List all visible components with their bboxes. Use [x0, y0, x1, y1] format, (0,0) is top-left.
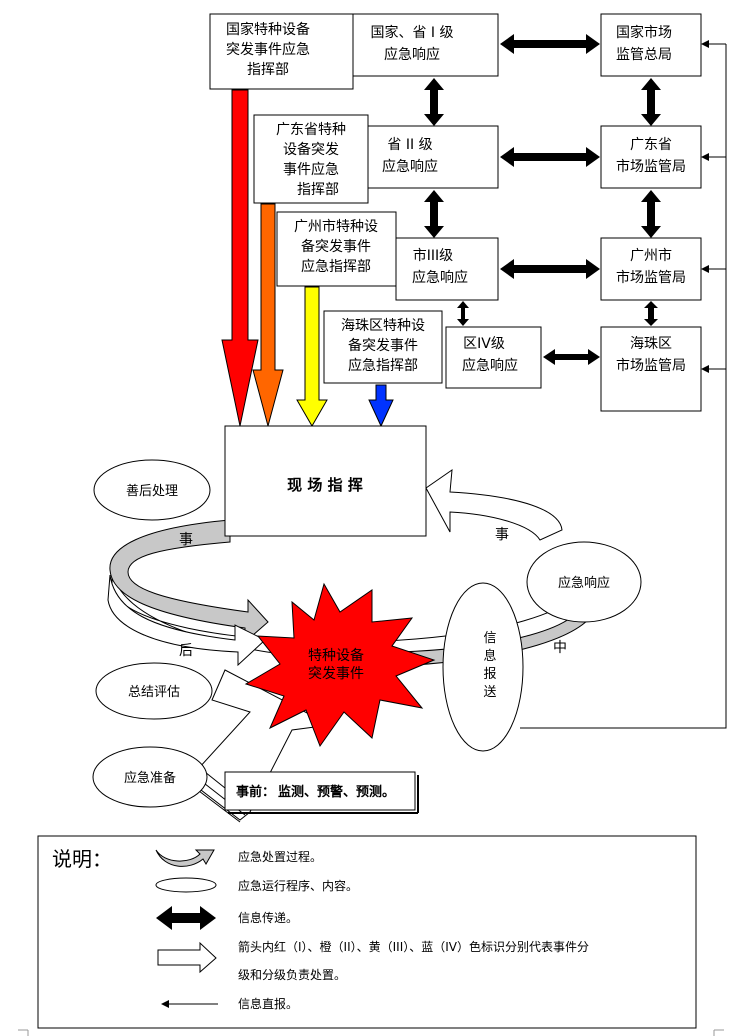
response-level3-box — [395, 237, 499, 301]
cycle-label-zhong: 中 — [553, 640, 567, 656]
regulator-guangzhou-line2: 市场监管局 — [616, 269, 686, 286]
horizontal-arrow-2 — [500, 147, 600, 167]
response-level3-line2: 应急响应 — [412, 269, 468, 286]
response-level1-line2: 应急响应 — [384, 46, 440, 63]
response-level2-line2: 应急响应 — [382, 158, 438, 175]
summary-ellipse — [95, 662, 213, 720]
horizontal-arrow-1 — [500, 34, 600, 54]
legend-double-arrow-icon — [156, 906, 216, 930]
command-box-national — [209, 13, 354, 90]
cycle-lower-left-arrow — [107, 574, 266, 667]
regulator-guangdong-line1: 广东省 — [630, 137, 672, 153]
response-level4-line2: 应急响应 — [462, 357, 518, 374]
legend-item-3: 信息传递。 — [238, 910, 298, 925]
level2-level3-arrow — [424, 190, 444, 238]
legend-item-4: 箭头内红（I）、橙（II）、黄（III）、蓝（IV）色标识分别代表事件分 — [238, 939, 589, 954]
preparation-label: 应急准备 — [124, 770, 176, 786]
aftermath-ellipse — [93, 459, 211, 521]
incident-starburst — [244, 582, 436, 748]
cycle-label-hou: 后 — [179, 643, 193, 659]
command-guangdong-line4: 指挥部 — [297, 182, 339, 198]
regulator-national-line2: 监管总局 — [616, 47, 672, 63]
incident-line1: 特种设备 — [308, 647, 364, 664]
info-report-ellipse — [442, 582, 524, 752]
command-box-guangdong — [253, 114, 369, 204]
regulator-arrow-1 — [641, 78, 661, 126]
legend-item-2: 应急运行程序、内容。 — [238, 878, 358, 893]
pre-event-box — [224, 771, 416, 811]
command-haizhu-line2: 备突发事件 — [348, 337, 418, 354]
legend-item-6: 信息直报。 — [238, 996, 298, 1011]
info-report-char2: 息 — [483, 648, 496, 664]
command-national-line1: 国家特种设备 — [226, 21, 310, 38]
horizontal-arrow-3 — [500, 259, 600, 279]
level1-level2-arrow — [424, 78, 444, 126]
level-arrow-red — [221, 89, 259, 427]
response-level2-line1: 省 II 级 — [387, 137, 432, 153]
regulator-guangzhou-box — [600, 237, 702, 301]
regulator-guangdong-line2: 市场监管局 — [616, 158, 686, 175]
regulator-national-line1: 国家市场 — [616, 24, 672, 41]
response-level3-line1: 市III级 — [413, 247, 453, 264]
response-level4-line1: 区IV级 — [463, 336, 505, 352]
command-guangzhou-line2: 备突发事件 — [301, 238, 371, 255]
aftermath-label: 善后处理 — [126, 483, 178, 499]
regulator-guangzhou-line1: 广州市 — [630, 247, 672, 264]
command-guangdong-line2: 设备突发 — [283, 141, 339, 158]
level-arrow-orange — [252, 203, 284, 428]
cycle-label-shi-right: 事 — [495, 527, 509, 543]
regulator-haizhu-line1: 海珠区 — [630, 336, 672, 352]
command-guangzhou-line1: 广州市特种设 — [294, 218, 378, 235]
legend-process-icon — [155, 849, 215, 867]
legend-title: 说明： — [52, 847, 112, 871]
pre-event-bold: 事前： — [236, 784, 275, 800]
legend-box — [37, 835, 697, 1029]
incident-line2: 突发事件 — [308, 666, 364, 682]
legend-ellipse-icon — [155, 877, 217, 893]
command-national-line2: 突发事件应急 — [226, 41, 310, 58]
regulator-national-box — [600, 13, 702, 77]
pre-event-text: 监测、预警、预测。 — [278, 784, 395, 800]
response-level4-box — [445, 326, 542, 389]
cycle-label-shi-left: 事 — [179, 532, 193, 548]
command-guangdong-line1: 广东省特种 — [276, 122, 346, 138]
info-report-char1: 信 — [483, 631, 496, 646]
info-report-char3: 报 — [483, 667, 496, 682]
response-level1-box — [352, 13, 499, 77]
horizontal-arrow-4 — [543, 349, 600, 365]
response-level2-box — [367, 125, 499, 189]
response-label: 应急响应 — [558, 575, 610, 591]
field-command-title: 现 场 指 挥 — [287, 476, 363, 494]
command-box-haizhu — [323, 310, 443, 384]
command-haizhu-line1: 海珠区特种设 — [341, 318, 425, 334]
direct-report-line — [520, 44, 727, 729]
regulator-guangdong-box — [600, 125, 702, 189]
legend-hollow-arrow-icon — [157, 941, 217, 974]
legend-item-5: 级和分级负责处置。 — [238, 968, 346, 982]
level-arrow-blue — [368, 384, 394, 428]
preparation-ellipse — [92, 746, 208, 808]
level3-level4-arrow — [457, 301, 469, 326]
regulator-arrow-2 — [641, 190, 661, 238]
summary-label: 总结评估 — [128, 685, 180, 700]
response-ellipse — [526, 541, 642, 623]
info-report-char4: 送 — [483, 685, 496, 700]
regulator-haizhu-line2: 市场监管局 — [616, 357, 686, 374]
command-haizhu-line3: 应急指挥部 — [348, 357, 418, 374]
level-arrow-yellow — [296, 286, 328, 428]
command-guangzhou-line3: 应急指挥部 — [301, 258, 371, 275]
response-level1-line1: 国家、省 I 级 — [370, 24, 453, 41]
cycle-upper-arrow — [425, 468, 563, 541]
command-guangdong-line3: 事件应急 — [283, 161, 339, 178]
regulator-haizhu-box — [600, 326, 702, 412]
page-corner-marks — [18, 1029, 724, 1036]
legend-item-1: 应急处置过程。 — [238, 849, 322, 864]
command-national-line3: 指挥部 — [247, 62, 289, 78]
regulator-arrow-3 — [644, 301, 658, 326]
field-command-box — [224, 425, 427, 537]
